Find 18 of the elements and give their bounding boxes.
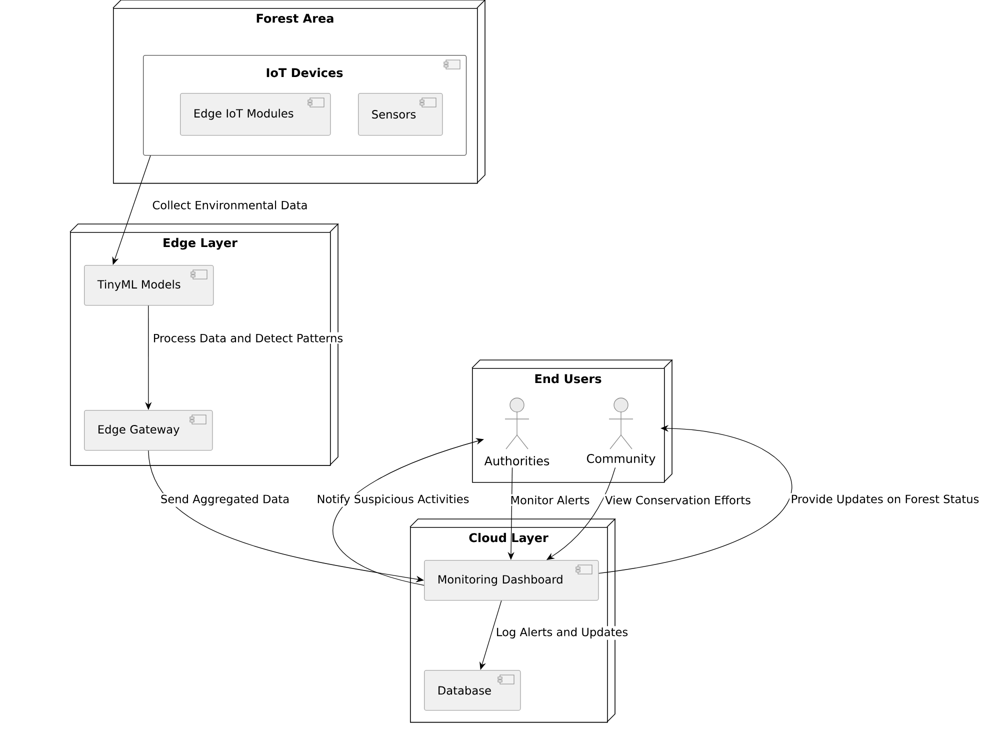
actor: Authorities: [484, 398, 550, 466]
component-box: Edge IoT Modules: [180, 93, 331, 136]
edge-label: Notify Suspicious Activities: [315, 493, 471, 507]
edge-label: Send Aggregated Data: [159, 493, 291, 507]
edge-label: View Conservation Efforts: [604, 494, 752, 506]
node-label: Community: [586, 454, 656, 466]
component-box: Edge Gateway: [84, 410, 213, 451]
edge-label: Monitor Alerts: [508, 494, 592, 506]
edge-label: Process Data and Detect Patterns: [152, 332, 344, 344]
edge-label: Provide Updates on Forest Status: [790, 493, 981, 507]
node-label: Authorities: [484, 456, 550, 466]
edge-label: Collect Environmental Data: [150, 199, 310, 211]
component-box: TinyML Models: [84, 265, 214, 306]
component-box: Monitoring Dashboard: [424, 560, 599, 601]
actor: Community: [586, 398, 656, 466]
component-box: Sensors: [358, 93, 443, 136]
edge-label: Log Alerts and Updates: [494, 626, 630, 640]
component-box: Database: [424, 670, 521, 711]
